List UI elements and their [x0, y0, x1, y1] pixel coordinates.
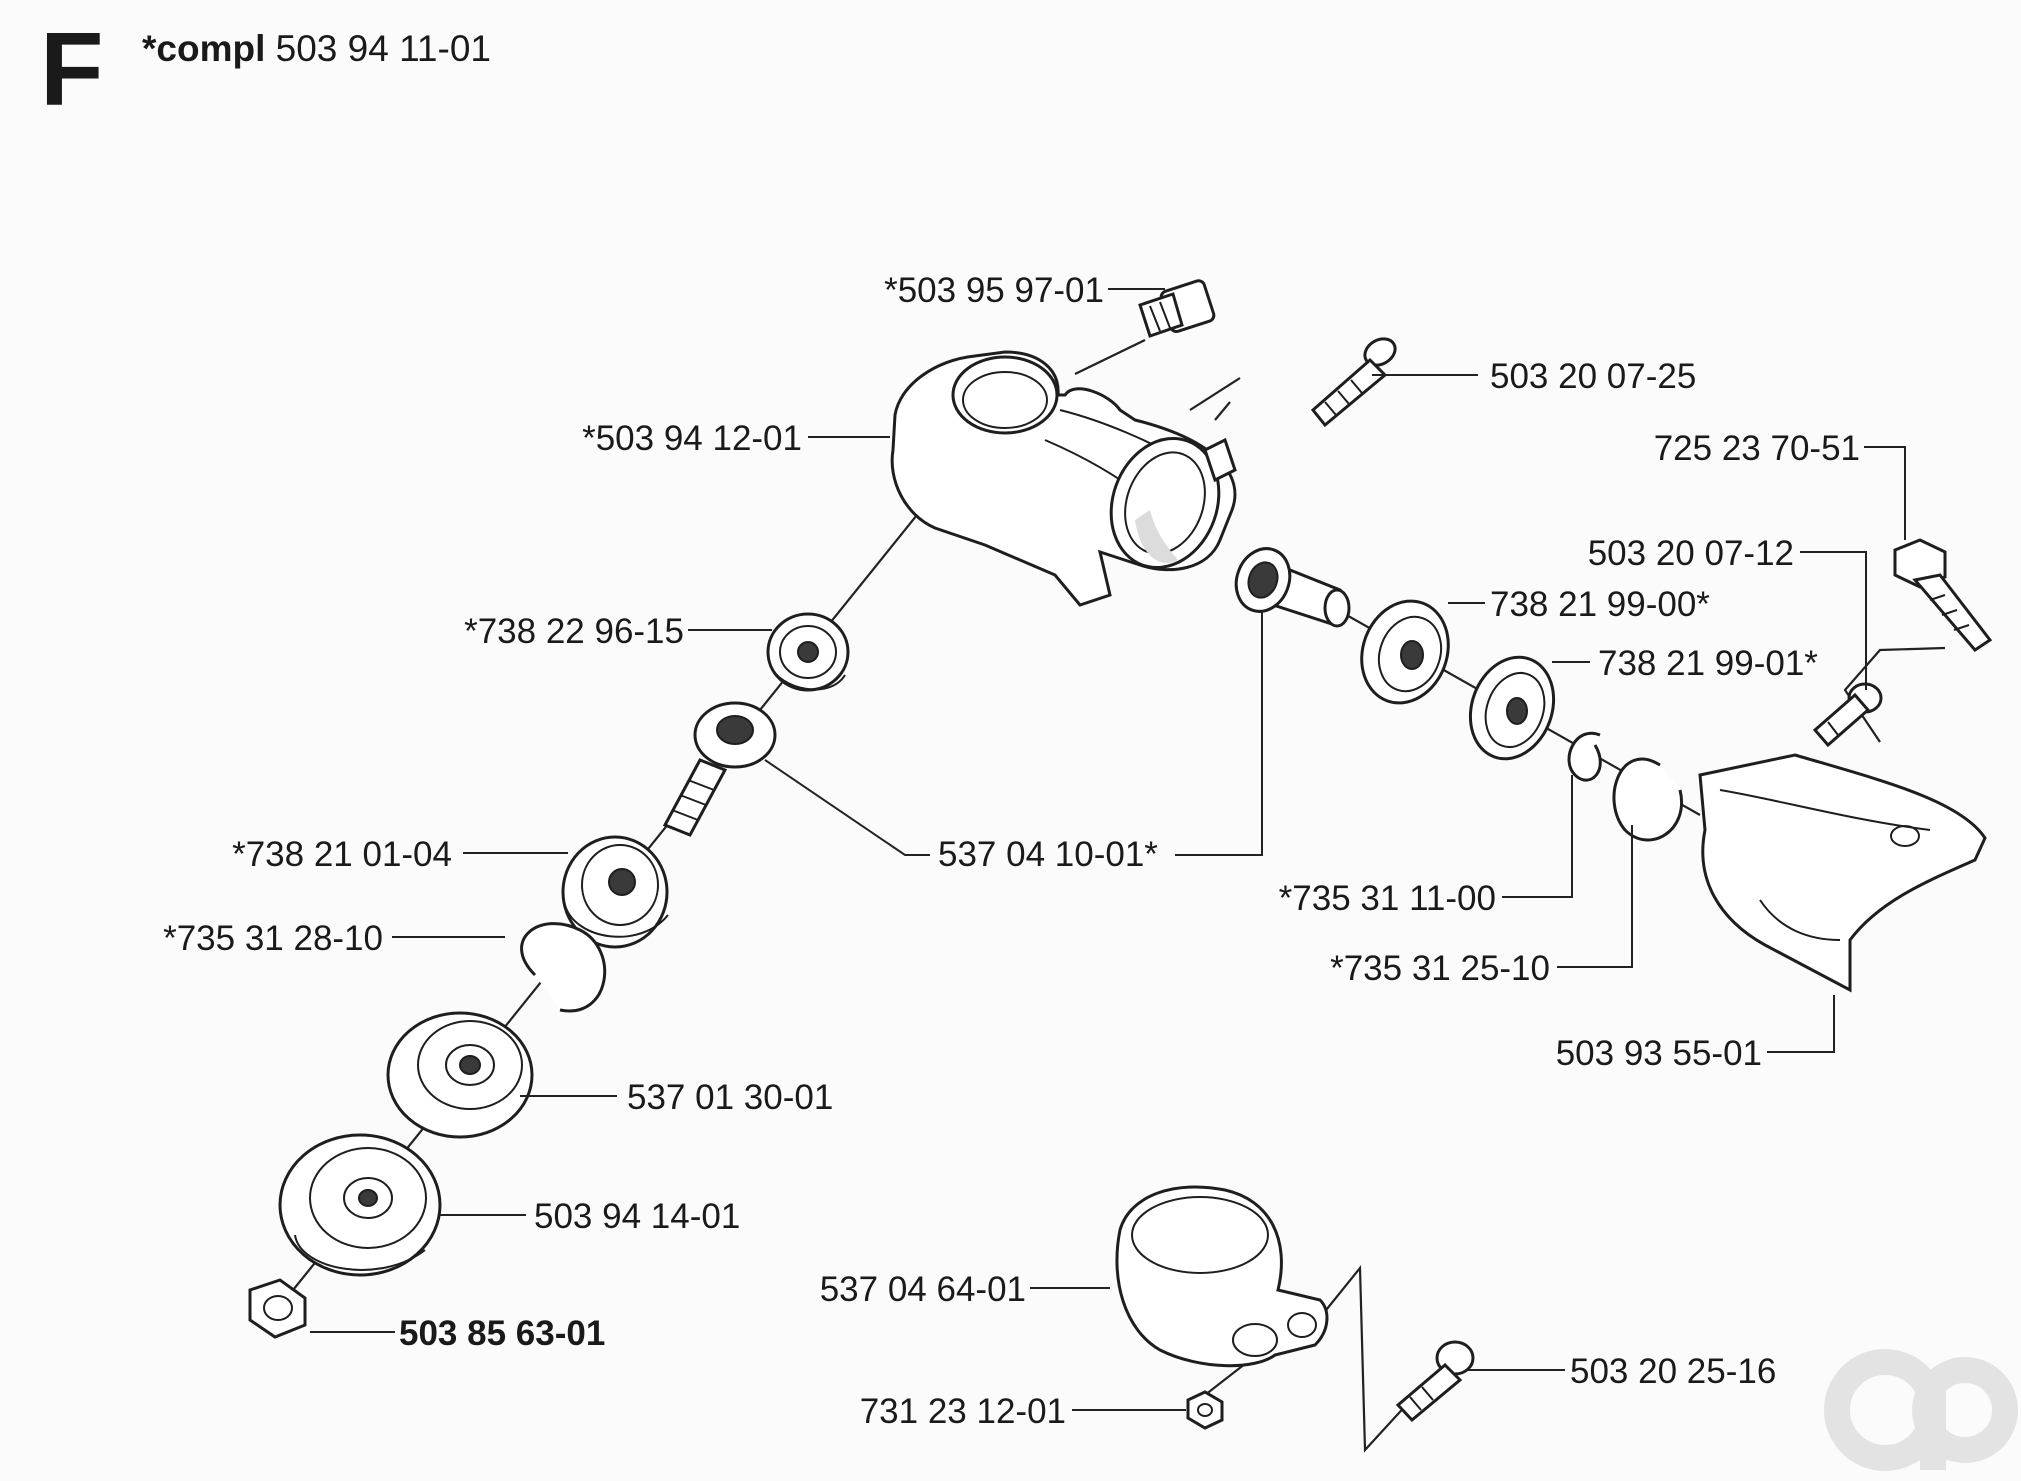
part-label: 738 21 99-00*	[1490, 585, 1710, 624]
part-circlip-735-31-25-10	[1612, 757, 1683, 842]
part-bearing-738-21-01-04	[561, 835, 669, 949]
part-flange-503-94-14-01	[278, 1133, 442, 1277]
part-label: *735 31 11-00	[1279, 879, 1496, 918]
section-letter: F	[40, 12, 104, 128]
part-gear-housing-503-94-12-01	[890, 350, 1237, 607]
complete-assembly-line: *compl 503 94 11-01	[142, 30, 491, 67]
part-label: 725 23 70-51	[1654, 429, 1860, 468]
part-label: *735 31 25-10	[1330, 949, 1550, 988]
part-bearing-738-21-99-01	[1468, 655, 1556, 761]
part-label: *738 21 01-04	[232, 835, 452, 874]
part-label: 503 20 07-25	[1490, 357, 1696, 396]
part-label: 503 20 25-16	[1570, 1352, 1776, 1391]
part-screw-503-20-07-25	[1310, 337, 1397, 428]
part-screw-503-20-25-16	[1395, 1340, 1475, 1423]
part-label: 537 01 30-01	[627, 1078, 833, 1117]
part-label: 537 04 64-01	[820, 1270, 1026, 1309]
part-nut-731-23-12-01	[1186, 1390, 1224, 1430]
part-label: 503 93 55-01	[1556, 1034, 1762, 1073]
watermark-logo	[1824, 1349, 2018, 1471]
compl-prefix: *compl	[142, 28, 266, 69]
part-bolt-725-23-70-51	[1893, 538, 1993, 652]
part-bevel-gear-shaft	[662, 701, 777, 837]
part-housing-screw-503-95-97-01	[1138, 279, 1216, 338]
part-label: *503 95 97-01	[884, 271, 1104, 310]
part-nut-503-85-63-01	[248, 1278, 307, 1339]
part-labels: *503 95 97-01 503 20 07-25 *503 94 12-01…	[163, 271, 1860, 1431]
part-label: *503 94 12-01	[582, 419, 802, 458]
part-label: 738 21 99-01*	[1598, 644, 1818, 683]
compl-part-number: 503 94 11-01	[275, 28, 491, 69]
part-label: *735 31 28-10	[163, 919, 383, 958]
part-bearing-738-22-96-15	[766, 612, 850, 692]
part-circlip-735-31-28-10	[520, 922, 607, 1013]
part-cup-537-01-30-01	[386, 1011, 534, 1139]
part-label: 503 94 14-01	[534, 1197, 740, 1236]
part-label: 537 04 10-01*	[938, 835, 1158, 874]
part-circlip-735-31-11-00	[1567, 731, 1602, 782]
part-label: 503 20 07-12	[1588, 534, 1794, 573]
part-clamp-537-04-64-01	[1115, 1185, 1329, 1368]
part-screw-503-20-07-12	[1812, 682, 1883, 748]
part-label-bold: 503 85 63-01	[399, 1314, 605, 1353]
part-shield-503-93-55-01	[1698, 753, 1987, 993]
part-pinion-gear-537-04-10-01	[1234, 547, 1351, 628]
part-bearing-738-21-99-00	[1360, 599, 1450, 705]
leader-lines	[310, 288, 1906, 1411]
part-label: 731 23 12-01	[860, 1392, 1066, 1431]
part-label: *738 22 96-15	[464, 612, 684, 651]
